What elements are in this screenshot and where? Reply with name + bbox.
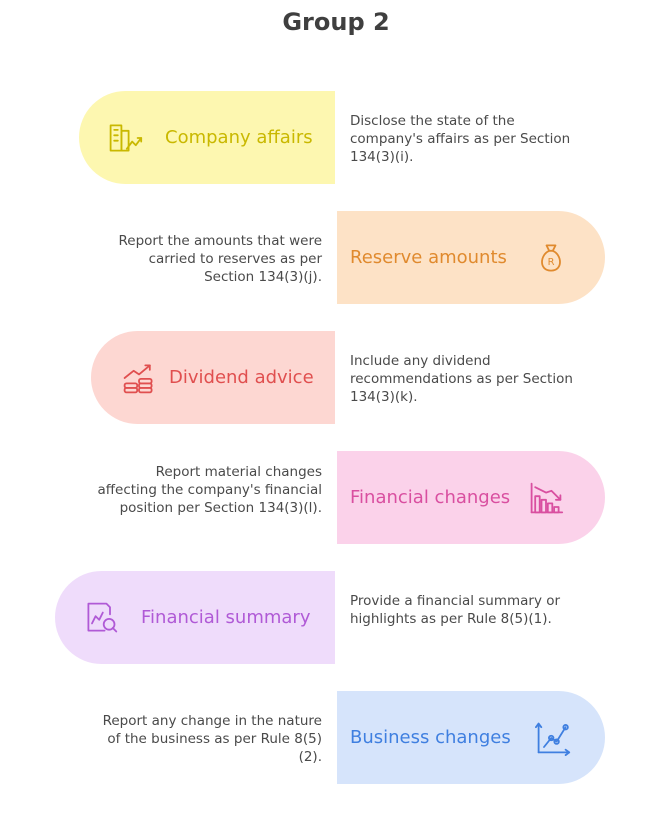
label-financial-changes: Financial changes <box>350 487 511 508</box>
label-reserve-amounts: Reserve amounts <box>350 247 507 268</box>
pill-company-affairs: Company affairs <box>79 91 335 184</box>
label-company-affairs: Company affairs <box>165 127 313 148</box>
pill-reserve-amounts: Reserve amounts R <box>337 211 605 304</box>
declining-chart-icon <box>526 478 566 518</box>
pill-financial-changes: Financial changes <box>337 451 605 544</box>
desc-reserve-amounts: Report the amounts that were carried to … <box>118 233 322 285</box>
label-dividend-advice: Dividend advice <box>169 367 314 388</box>
report-search-icon <box>81 598 121 638</box>
svg-text:R: R <box>547 257 554 268</box>
buildings-icon <box>105 118 145 158</box>
money-bag-icon: R <box>531 238 571 278</box>
desc-financial-summary: Provide a financial summary or highlight… <box>350 593 561 627</box>
pill-financial-summary: Financial summary <box>55 571 335 664</box>
desc-company-affairs: Disclose the state of the company's affa… <box>350 113 571 165</box>
coins-growth-icon <box>119 358 159 398</box>
label-business-changes: Business changes <box>350 727 511 748</box>
trend-chart-icon <box>533 718 573 758</box>
pill-business-changes: Business changes <box>337 691 605 784</box>
desc-business-changes: Report any change in the nature of the b… <box>102 713 322 765</box>
pill-dividend-advice: Dividend advice <box>91 331 335 424</box>
diagram-title: Group 2 <box>282 8 390 36</box>
label-financial-summary: Financial summary <box>141 607 311 628</box>
desc-dividend-advice: Include any dividend recommendations as … <box>350 353 573 405</box>
desc-financial-changes: Report material changes affecting the co… <box>97 464 322 516</box>
